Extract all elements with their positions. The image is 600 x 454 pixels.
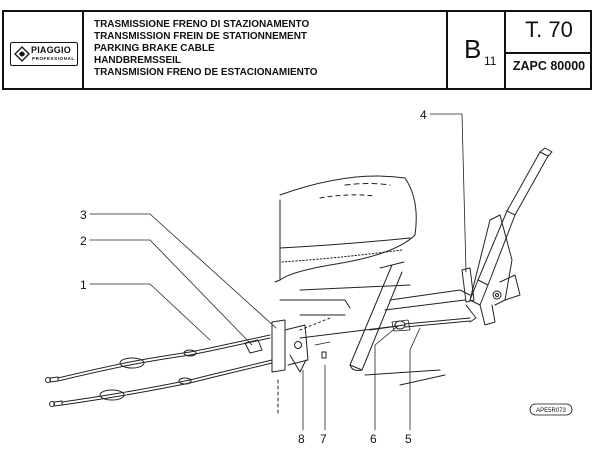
seat-body bbox=[274, 175, 417, 291]
logo-cell: PIAGGIO PROFESSIONAL bbox=[4, 12, 84, 88]
section-letter: B bbox=[464, 34, 482, 64]
piaggio-logo: PIAGGIO PROFESSIONAL bbox=[10, 42, 78, 66]
model-code: ZAPC 80000 bbox=[512, 59, 586, 73]
section-subscript: 11 bbox=[484, 54, 497, 68]
table-number-box: T. 70 bbox=[506, 12, 592, 54]
callout-4: 4 bbox=[420, 108, 427, 122]
callout-1: 1 bbox=[80, 278, 87, 292]
title-it: TRASMISSIONE FRENO DI STAZIONAMENTO bbox=[94, 18, 310, 30]
title-de: HANDBREMSSEIL bbox=[94, 54, 182, 66]
callout-3: 3 bbox=[80, 208, 87, 222]
table-number: T. 70 bbox=[525, 17, 573, 42]
callout-8: 8 bbox=[298, 432, 305, 446]
title-block: PIAGGIO PROFESSIONAL TRASMISSIONE FRENO … bbox=[2, 10, 592, 90]
reference-cell: T. 70 ZAPC 80000 bbox=[506, 12, 592, 88]
seat-support bbox=[349, 261, 405, 371]
title-en: PARKING BRAKE CABLE bbox=[94, 42, 215, 54]
callout-5: 5 bbox=[405, 432, 412, 446]
drawing-code-badge: APE5R073 bbox=[529, 403, 573, 416]
title-fr: TRANSMISSION FREIN DE STATIONNEMENT bbox=[94, 30, 307, 42]
logo-subline: PROFESSIONAL bbox=[32, 56, 75, 61]
handbrake-lever bbox=[461, 147, 553, 326]
piaggio-emblem-icon bbox=[14, 46, 30, 62]
leader-lines bbox=[89, 113, 467, 431]
section-cell: B 11 bbox=[448, 12, 506, 88]
callout-6: 6 bbox=[370, 432, 377, 446]
callout-7: 7 bbox=[320, 432, 327, 446]
drawing-code: APE5R073 bbox=[536, 408, 566, 414]
callout-2: 2 bbox=[80, 234, 87, 248]
title-es: TRANSMISION FRENO DE ESTACIONAMIENTO bbox=[94, 66, 318, 78]
logo-brand: PIAGGIO bbox=[31, 45, 71, 55]
titles-cell: TRASMISSIONE FRENO DI STAZIONAMENTO TRAN… bbox=[84, 12, 448, 88]
cable-assembly bbox=[45, 317, 471, 407]
